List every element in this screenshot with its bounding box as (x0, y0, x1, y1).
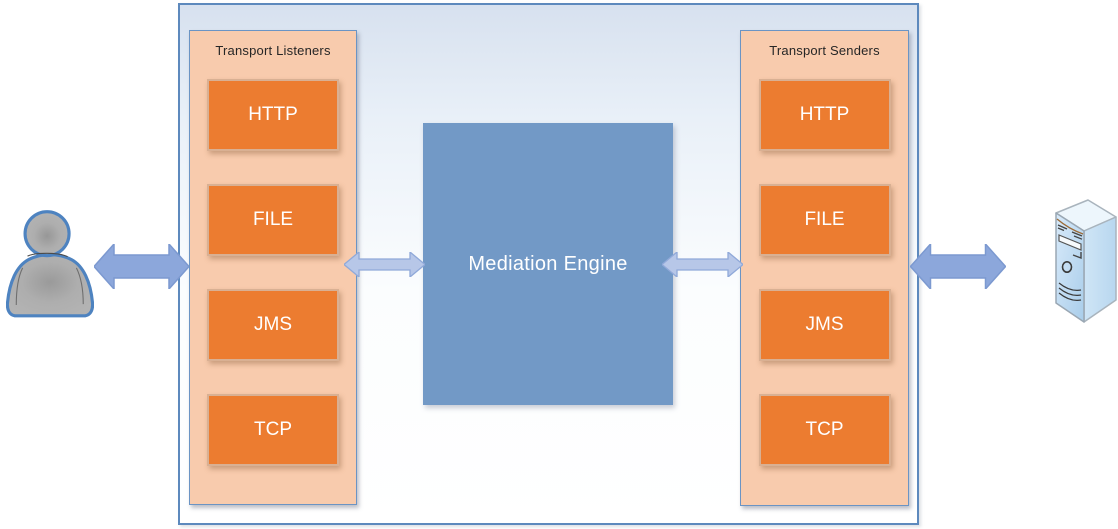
mediation-engine-label: Mediation Engine (468, 252, 628, 275)
sender-box-tcp: TCP (758, 394, 891, 466)
server-icon (1055, 199, 1117, 323)
mediation-engine-box: Mediation Engine (423, 123, 673, 405)
listener-boxes: HTTP FILE JMS TCP (190, 79, 356, 466)
listener-box-jms: JMS (207, 289, 339, 361)
transport-listeners-panel: Transport Listeners HTTP FILE JMS TCP (189, 30, 357, 505)
bidirectional-arrow-icon (94, 244, 189, 289)
transport-senders-panel: Transport Senders HTTP FILE JMS TCP (740, 30, 909, 506)
listener-box-http: HTTP (207, 79, 339, 151)
sender-box-http: HTTP (758, 79, 891, 151)
sender-box-file: FILE (758, 184, 891, 256)
bidirectional-arrow-icon (344, 252, 425, 277)
sender-boxes: HTTP FILE JMS TCP (741, 79, 908, 466)
sender-box-jms: JMS (758, 289, 891, 361)
panel-title: Transport Listeners (215, 43, 331, 58)
user-icon (6, 210, 94, 318)
listener-box-tcp: TCP (207, 394, 339, 466)
listener-box-file: FILE (207, 184, 339, 256)
bidirectional-arrow-icon (662, 252, 743, 277)
bidirectional-arrow-icon (910, 244, 1006, 289)
panel-title: Transport Senders (769, 43, 880, 58)
